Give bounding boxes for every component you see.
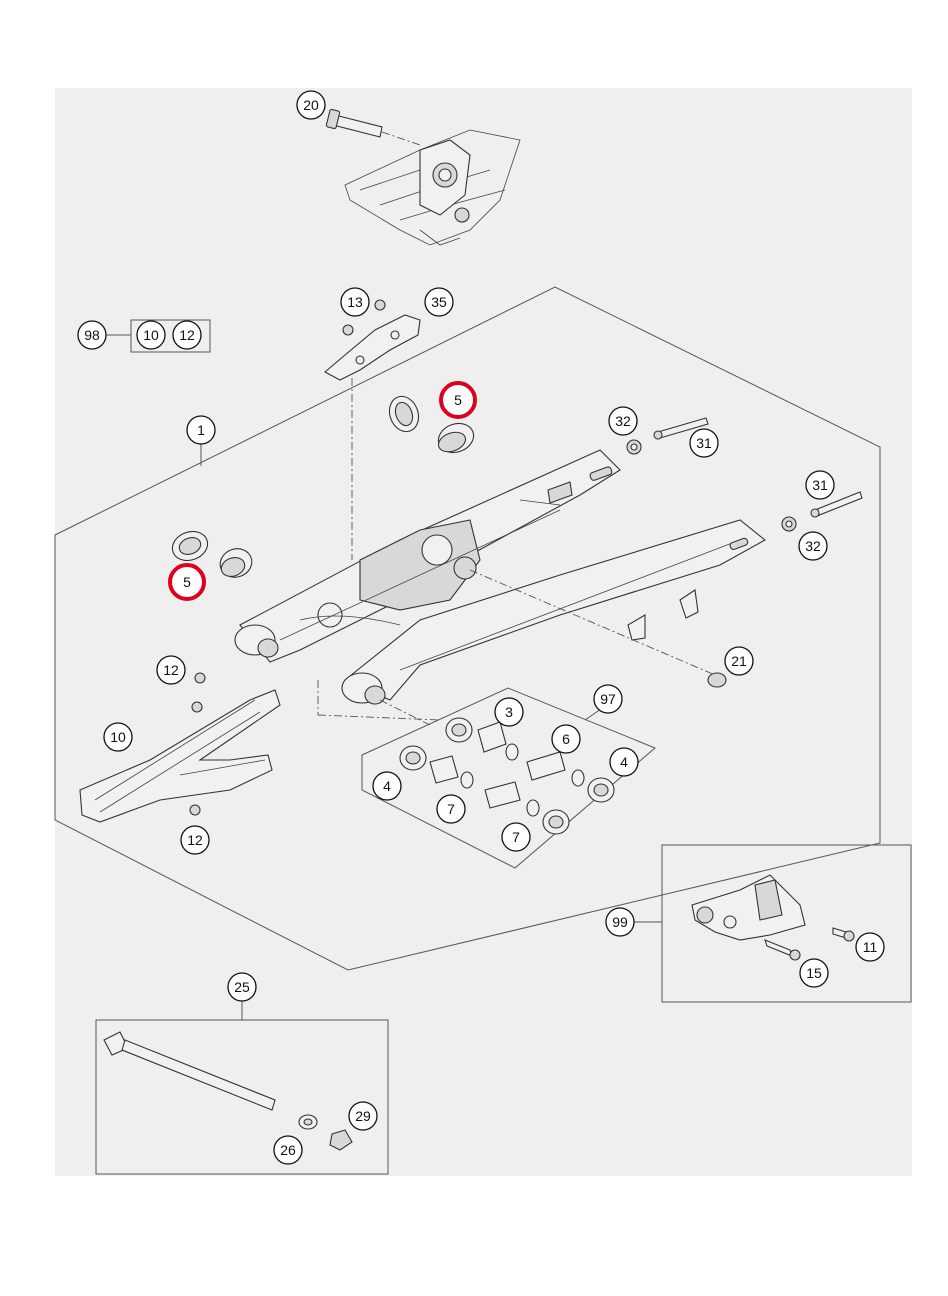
callout-7-left: 7: [436, 794, 466, 824]
callout-13: 13: [340, 287, 370, 317]
chain-guide-99-drawing: [691, 874, 855, 961]
frame-section-drawing: [344, 129, 521, 246]
callout-97: 97: [593, 684, 623, 714]
bolt-20-drawing: [325, 108, 421, 146]
svg-text:7: 7: [512, 829, 520, 845]
pin-31-top-drawing: [626, 417, 709, 455]
callout-32-top: 32: [608, 406, 638, 436]
bearing-kit-97-box: [361, 687, 656, 869]
callout-98-10: 10: [136, 320, 166, 350]
callout-32-right: 32: [798, 531, 828, 561]
svg-text:99: 99: [612, 914, 628, 930]
svg-text:26: 26: [280, 1142, 296, 1158]
svg-text:5: 5: [454, 392, 462, 408]
svg-text:13: 13: [347, 294, 363, 310]
svg-text:12: 12: [187, 832, 203, 848]
chain-guide-kit-99-box: [661, 844, 912, 1003]
callout-31-top: 31: [689, 428, 719, 458]
callout-31-right: 31: [805, 470, 835, 500]
callout-99: 99: [605, 907, 635, 937]
svg-text:10: 10: [143, 327, 159, 343]
svg-text:97: 97: [600, 691, 616, 707]
pin-31-right-drawing: [781, 491, 863, 532]
bearing-5-left-drawing: [171, 530, 253, 578]
svg-text:7: 7: [447, 801, 455, 817]
svg-text:1: 1: [197, 422, 205, 438]
callout-1: 1: [186, 415, 216, 445]
svg-text:25: 25: [234, 979, 250, 995]
chain-slider-10-drawing: [79, 672, 281, 823]
callout-12-bottom: 12: [180, 825, 210, 855]
svg-text:31: 31: [812, 477, 828, 493]
svg-text:32: 32: [805, 538, 821, 554]
svg-text:12: 12: [163, 662, 179, 678]
svg-text:3: 3: [505, 704, 513, 720]
svg-text:35: 35: [431, 294, 447, 310]
callout-35: 35: [424, 287, 454, 317]
svg-text:12: 12: [179, 327, 195, 343]
svg-text:4: 4: [620, 754, 628, 770]
svg-text:32: 32: [615, 413, 631, 429]
callout-98: 98: [77, 320, 107, 350]
svg-text:11: 11: [863, 939, 878, 955]
callout-25: 25: [227, 972, 257, 1002]
callout-7-right: 7: [501, 822, 531, 852]
svg-text:6: 6: [562, 731, 570, 747]
callout-29: 29: [348, 1101, 378, 1131]
svg-text:15: 15: [806, 965, 822, 981]
svg-text:31: 31: [696, 435, 712, 451]
svg-text:10: 10: [110, 729, 126, 745]
callout-98-12: 12: [172, 320, 202, 350]
callout-6: 6: [551, 724, 581, 754]
chain-guide-35-drawing: [324, 299, 421, 560]
svg-text:5: 5: [183, 574, 191, 590]
svg-text:29: 29: [355, 1108, 371, 1124]
callout-20: 20: [296, 90, 326, 120]
leader-lines: [106, 334, 662, 1020]
callout-26: 26: [273, 1135, 303, 1165]
callout-5-top-highlighted: 5: [439, 381, 477, 419]
svg-text:20: 20: [303, 97, 319, 113]
svg-text:98: 98: [84, 327, 100, 343]
bearing-kit-97-drawing: [399, 717, 615, 835]
kit-98-box: [130, 319, 211, 353]
nut-21-drawing: [469, 569, 727, 688]
callout-3: 3: [494, 697, 524, 727]
callout-4-right: 4: [609, 747, 639, 777]
svg-text:21: 21: [731, 653, 747, 669]
callout-10: 10: [103, 722, 133, 752]
callout-11: 11: [855, 932, 885, 962]
callout-15: 15: [799, 958, 829, 988]
callout-12-top: 12: [156, 655, 186, 685]
swingarm-drawing: [234, 449, 766, 705]
callout-5-left-highlighted: 5: [168, 563, 206, 601]
bearing-5-top-drawing: [388, 395, 475, 454]
axle-25-drawing: [103, 1031, 353, 1151]
svg-text:4: 4: [383, 778, 391, 794]
callout-4-left: 4: [372, 771, 402, 801]
callout-21: 21: [724, 646, 754, 676]
swingarm-assembly-box: [54, 286, 881, 971]
